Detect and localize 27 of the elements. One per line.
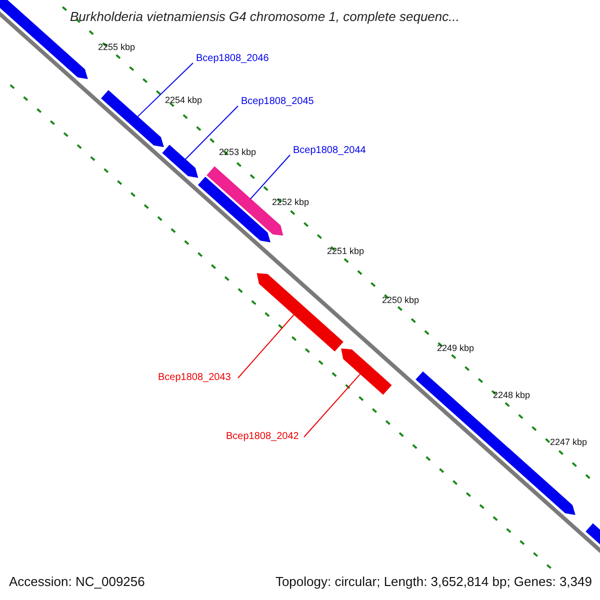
gene-feature (101, 90, 164, 148)
gene-feature (256, 273, 344, 352)
gene-feature (162, 144, 198, 178)
leader-line (238, 314, 295, 378)
leader-line (184, 106, 238, 160)
tick-label: 2250 kbp (382, 295, 420, 305)
map-title: Burkholderia vietnamiensis G4 chromosome 1, complete sequenc... (70, 9, 460, 24)
tick-label: 2249 kbp (437, 343, 474, 353)
gene-label: Bcep1808_2045 (241, 96, 314, 107)
gene-label: Bcep1808_2044 (293, 145, 366, 156)
tick-label: 2255 kbp (98, 42, 136, 52)
gene-label: Bcep1808_2046 (196, 53, 269, 64)
tick-label: 2247 kbp (550, 437, 588, 447)
gene-feature (198, 176, 270, 242)
tick-label: 2253 kbp (219, 147, 256, 157)
gene-feature (341, 348, 392, 395)
tick-label: 2254 kbp (165, 95, 202, 105)
tick-label: 2251 kbp (327, 246, 364, 256)
gene-label: Bcep1808_2043 (158, 372, 231, 383)
leader-line (304, 373, 361, 438)
accession-text: Accession: NC_009256 (9, 574, 145, 589)
leader-line (250, 154, 290, 200)
tick-label: 2248 kbp (493, 390, 530, 400)
leader-line (137, 62, 194, 118)
tick-label: 2252 kbp (272, 197, 310, 207)
footer-text: Topology: circular; Length: 3,652,814 bp; Genes: 3,349 (275, 574, 592, 589)
gene-label: Bcep1808_2042 (226, 431, 299, 442)
